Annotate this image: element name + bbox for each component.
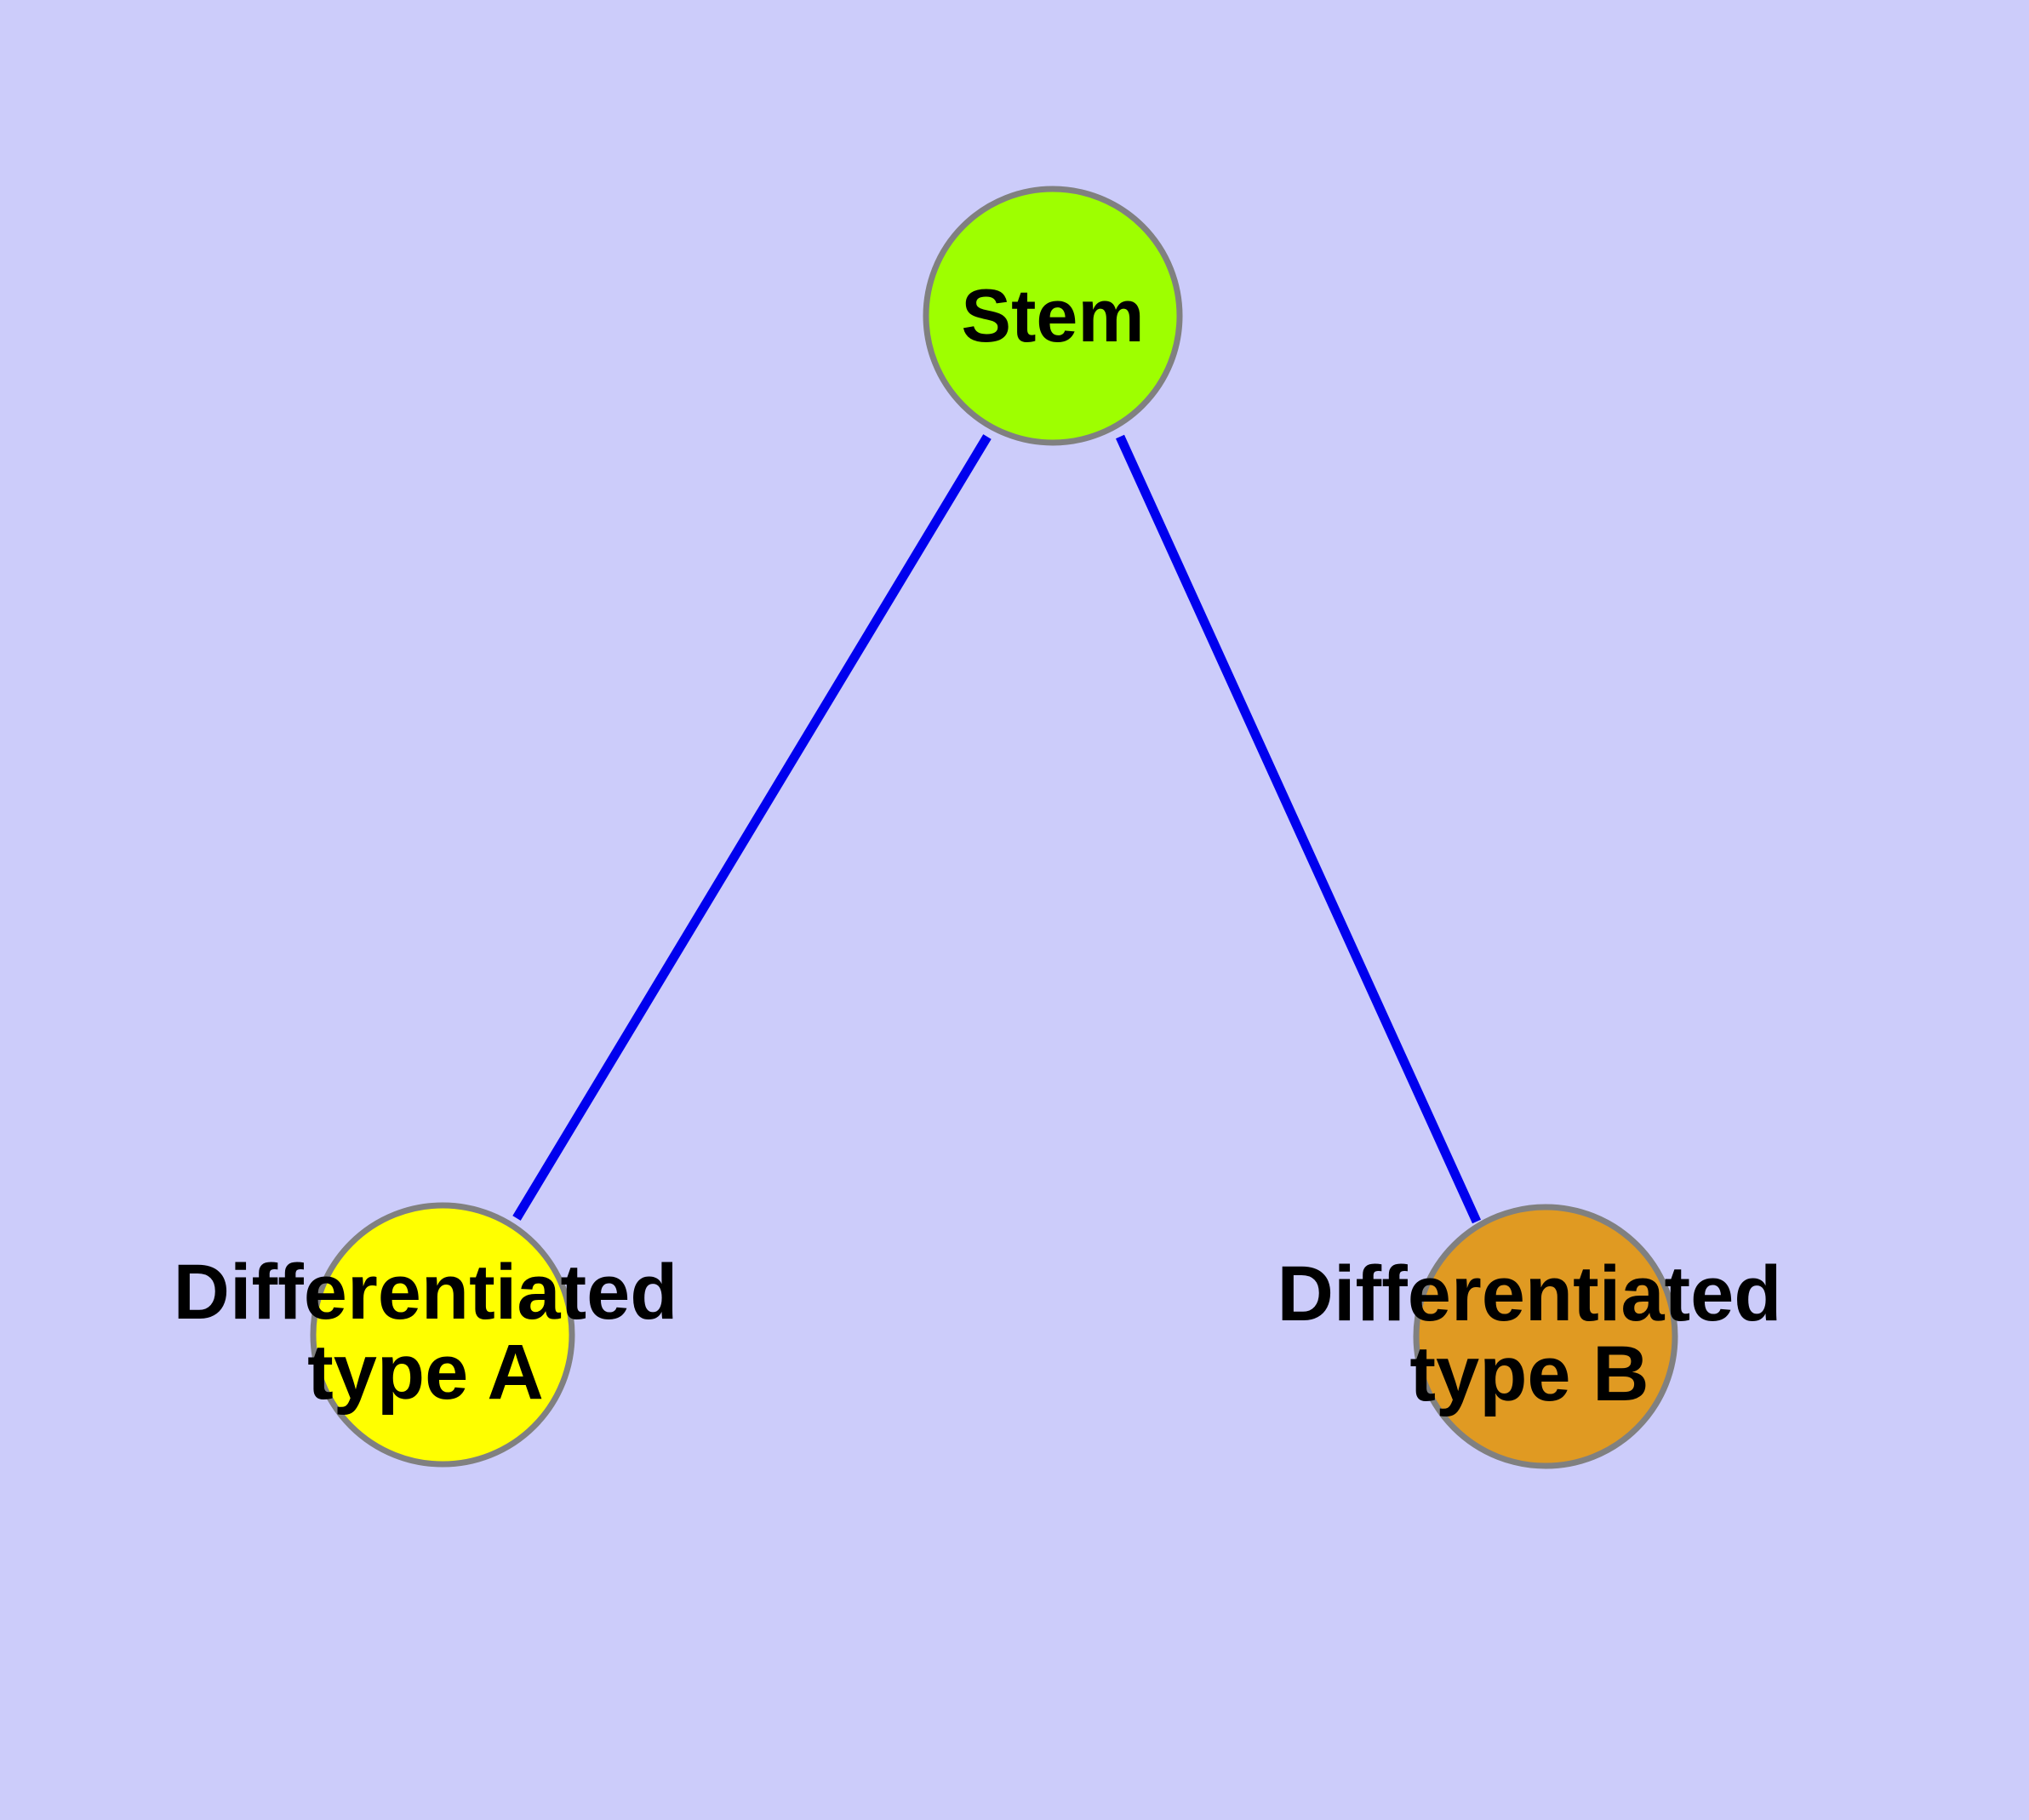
node-circle-diff-a[interactable] bbox=[310, 1202, 575, 1468]
edge-stem-to-diff-b[interactable] bbox=[1115, 434, 1482, 1224]
node-circle-diff-b[interactable] bbox=[1413, 1204, 1678, 1469]
edge-stem-to-diff-a[interactable] bbox=[512, 434, 992, 1221]
node-circle-stem[interactable] bbox=[923, 186, 1183, 446]
